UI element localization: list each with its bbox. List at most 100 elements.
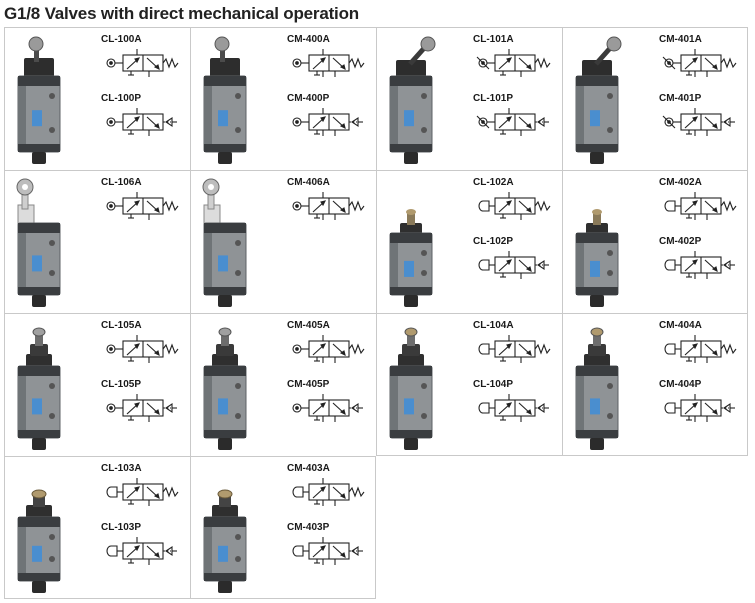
valve-photo [380,34,442,166]
valve-symbol-diagram [473,248,555,282]
model-code: CM-404P [659,379,702,390]
model-code: CM-405P [287,379,330,390]
valve-symbol-diagram [287,46,369,80]
valve-model: CM-405P [191,379,377,441]
valve-model: CM-400A [191,34,377,96]
valve-model: CM-403A [191,463,377,525]
model-code: CM-402P [659,236,702,247]
valve-photo [194,177,256,309]
valve-photo [8,34,70,166]
valve-symbol-diagram [473,105,555,139]
valve-cell: CM-406A [190,170,376,313]
valve-model: CM-402P [563,236,749,298]
valve-cell: CM-405A CM-405P [190,313,376,456]
valve-cell: CL-103A CL-103P [4,456,190,599]
valve-symbol-diagram [287,105,369,139]
model-code: CL-105A [101,320,142,331]
valve-model: CL-104P [377,379,563,441]
valve-symbol-diagram [101,46,183,80]
model-code: CL-103A [101,463,142,474]
valve-photo [194,34,256,166]
valve-model: CM-400P [191,93,377,155]
valve-model: CM-404P [563,379,749,441]
valve-model: CL-100P [5,93,191,155]
valve-cell: CM-401A CM-401P [562,27,748,170]
valve-model: CM-402A [563,177,749,239]
valve-photo [380,177,442,309]
valve-symbol-diagram [659,248,741,282]
valve-model: CL-102A [377,177,563,239]
valve-cell: CL-101A CL-101P [376,27,562,170]
valve-symbol-diagram [659,391,741,425]
valve-cell: CL-105A CL-105P [4,313,190,456]
valve-symbol-diagram [287,475,369,509]
valve-symbol-diagram [287,332,369,366]
valve-photo [566,320,628,452]
model-code: CM-402A [659,177,702,188]
model-code: CM-403P [287,522,330,533]
valve-model: CM-404A [563,320,749,382]
valve-model: CL-105P [5,379,191,441]
valve-photo [380,320,442,452]
valve-model: CM-406A [191,177,377,239]
valve-model: CM-403P [191,522,377,584]
model-code: CL-104P [473,379,514,390]
valve-model: CM-405A [191,320,377,382]
valve-model: CL-101P [377,93,563,155]
valve-cell: CL-106A [4,170,190,313]
valve-symbol-diagram [287,391,369,425]
valve-photo [8,177,70,309]
valve-symbol-diagram [473,189,555,223]
model-code: CL-101P [473,93,514,104]
valve-symbol-diagram [659,332,741,366]
valve-symbol-diagram [101,105,183,139]
valve-symbol-diagram [101,534,183,568]
model-code: CM-404A [659,320,702,331]
model-code: CM-403A [287,463,330,474]
valve-photo [566,34,628,166]
valve-model: CL-100A [5,34,191,96]
valve-symbol-diagram [101,332,183,366]
valve-symbol-diagram [101,391,183,425]
valve-symbol-diagram [473,332,555,366]
page-title: G1/8 Valves with direct mechanical opera… [4,4,359,23]
valve-cell: CL-102A CL-102P [376,170,562,313]
valve-model: CL-104A [377,320,563,382]
valve-photo [194,463,256,595]
valve-symbol-diagram [659,105,741,139]
model-code: CM-405A [287,320,330,331]
model-code: CM-401A [659,34,702,45]
valve-symbol-diagram [287,534,369,568]
model-code: CL-102A [473,177,514,188]
valve-model: CL-102P [377,236,563,298]
valve-model: CL-103A [5,463,191,525]
valve-symbol-diagram [473,46,555,80]
model-code: CM-401P [659,93,702,104]
model-code: CL-100P [101,93,142,104]
valve-symbol-diagram [659,46,741,80]
model-code: CL-105P [101,379,142,390]
valve-model: CL-106A [5,177,191,239]
valve-model: CL-103P [5,522,191,584]
valve-cell: CM-403A CM-403P [190,456,376,599]
model-code: CM-400P [287,93,330,104]
valve-symbol-diagram [287,189,369,223]
valve-photo [8,463,70,595]
valve-cell: CM-404A CM-404P [562,313,748,456]
valve-symbol-diagram [473,391,555,425]
valve-model: CM-401P [563,93,749,155]
valve-model: CM-401A [563,34,749,96]
valve-photo [194,320,256,452]
valve-cell: CM-402A CM-402P [562,170,748,313]
model-code: CM-400A [287,34,330,45]
valve-symbol-diagram [101,189,183,223]
valve-photo [566,177,628,309]
valve-symbol-diagram [659,189,741,223]
valve-cell: CL-104A CL-104P [376,313,562,456]
model-code: CL-104A [473,320,514,331]
model-code: CL-101A [473,34,514,45]
model-code: CL-103P [101,522,142,533]
valve-symbol-diagram [101,475,183,509]
